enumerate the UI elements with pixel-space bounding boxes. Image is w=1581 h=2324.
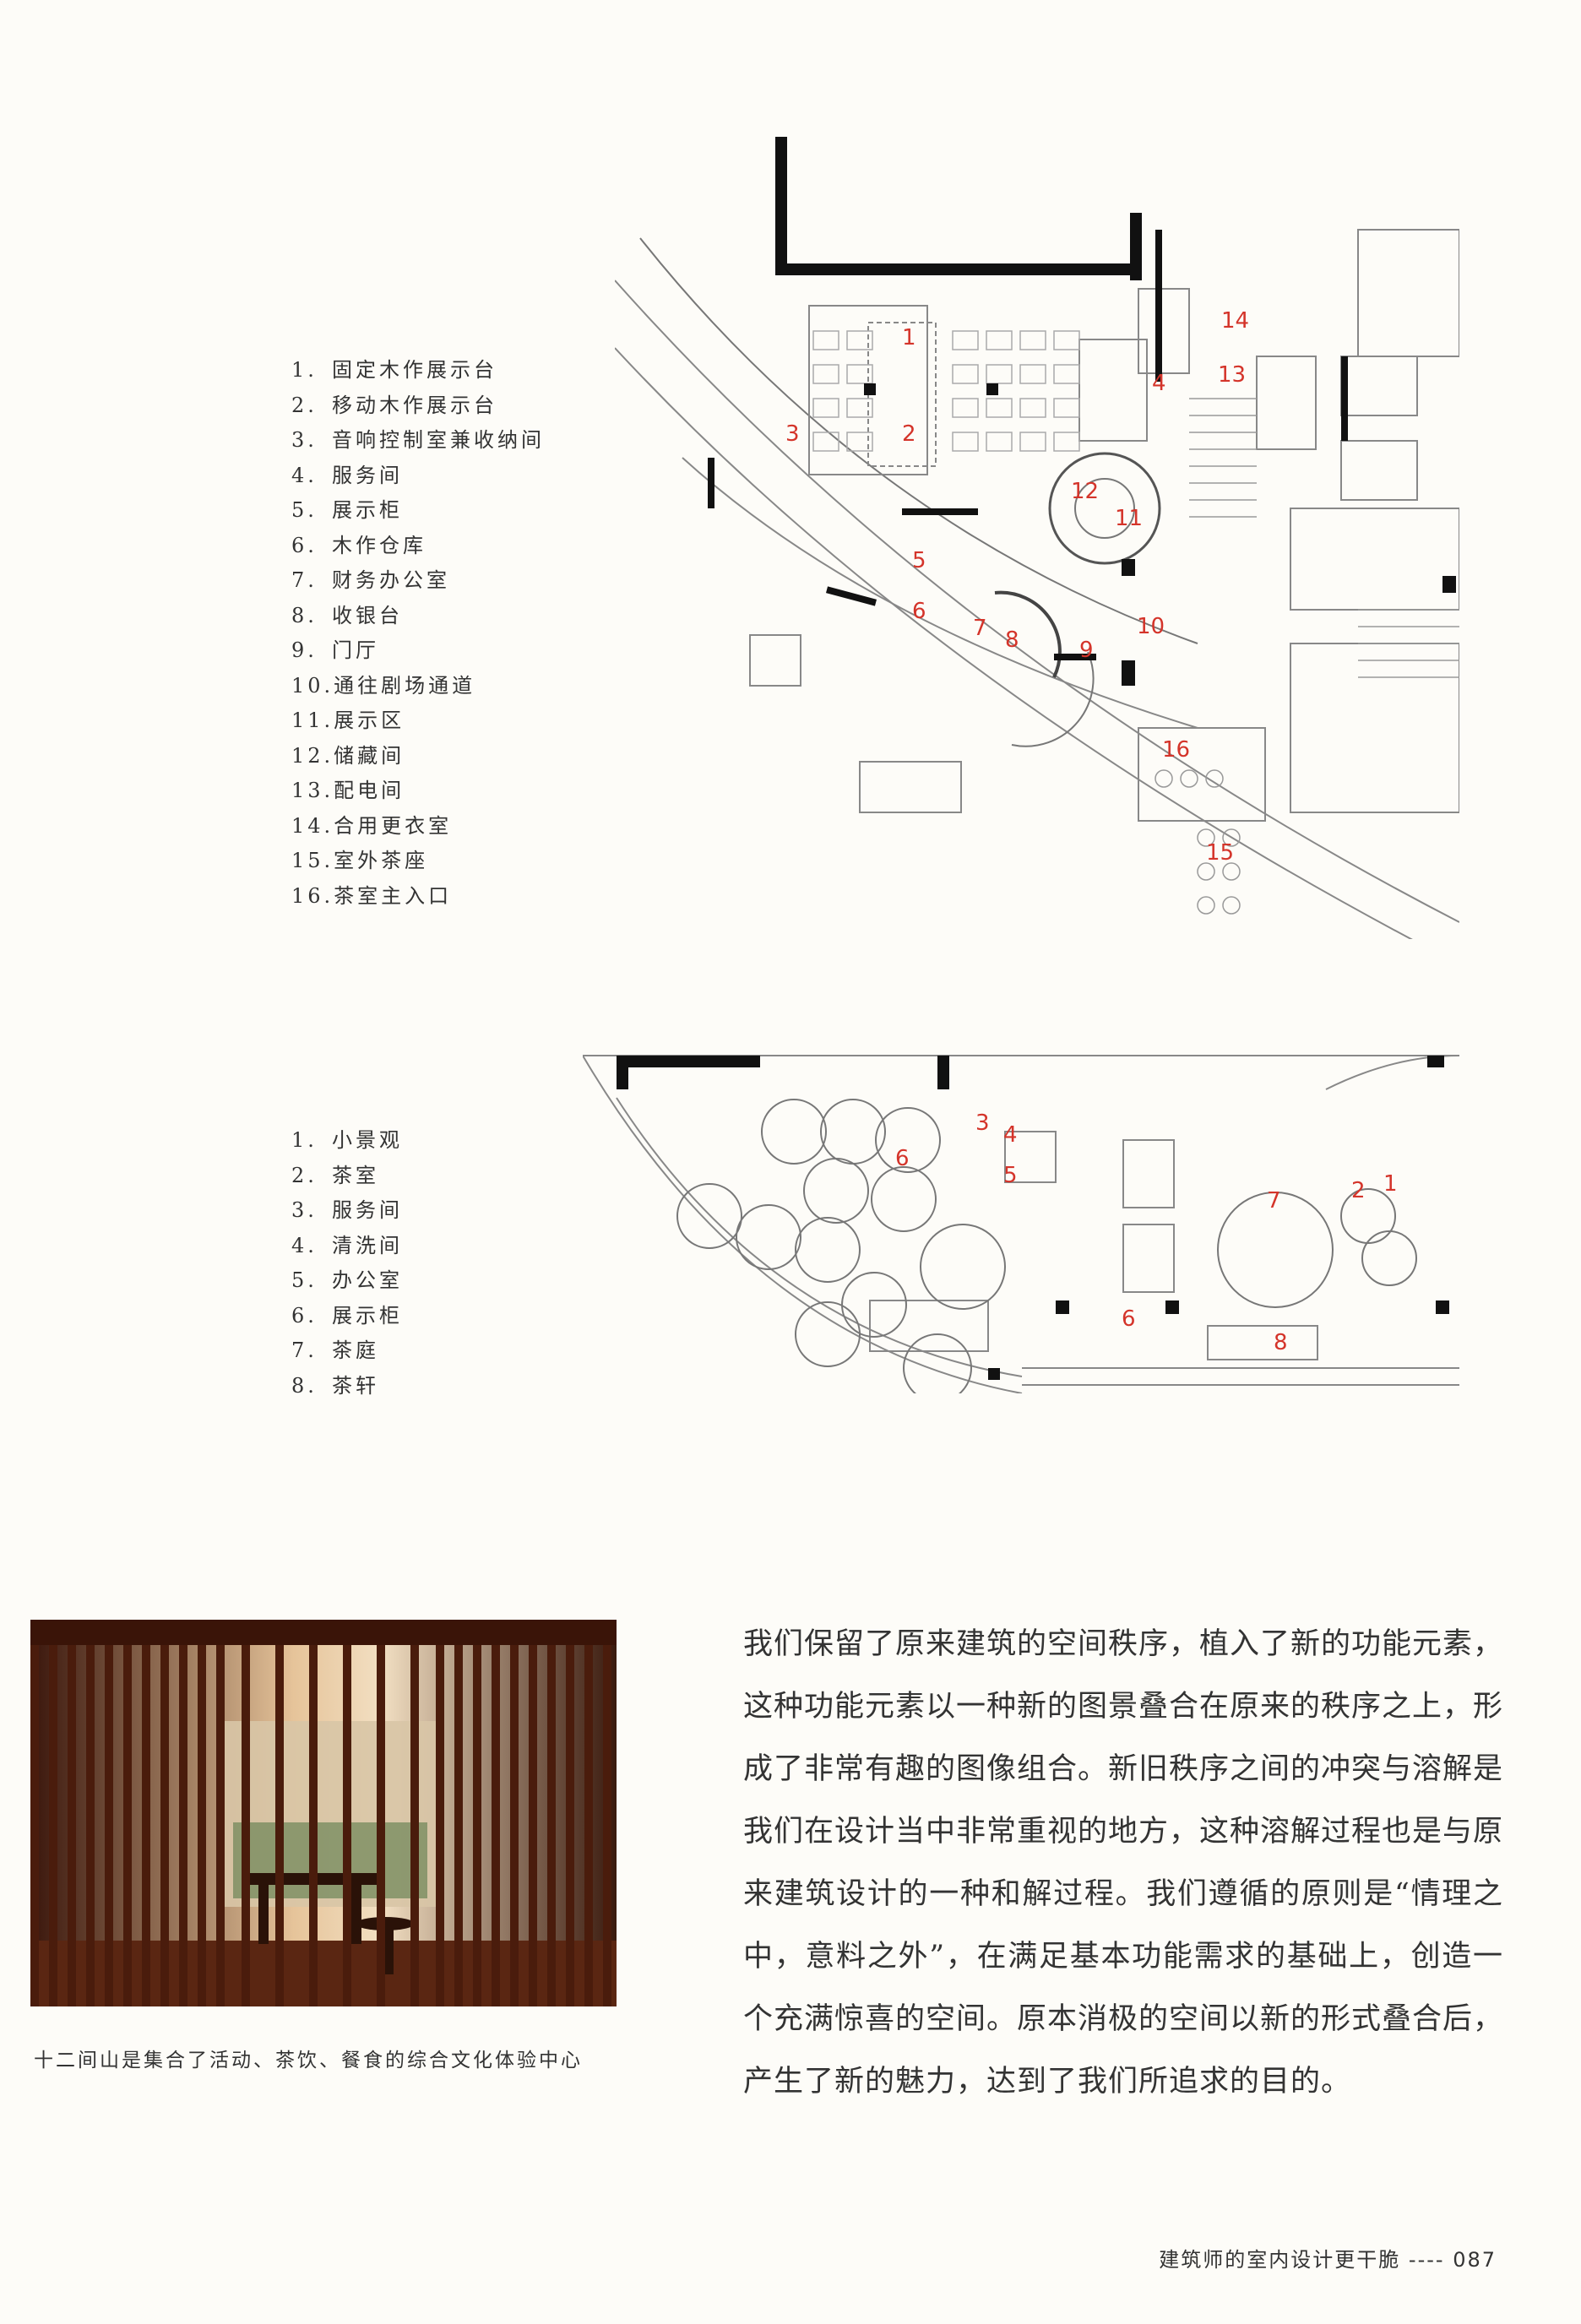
legend-item: 8.茶轩 bbox=[291, 1373, 379, 1398]
plan-label: 15 bbox=[1206, 840, 1234, 866]
legend-item: 5.展示柜 bbox=[291, 498, 403, 522]
legend-item: 11.展示区 bbox=[291, 709, 405, 732]
legend-item: 16.茶室主入口 bbox=[291, 883, 453, 908]
legend-item: 10.通往剧场通道 bbox=[291, 673, 476, 698]
plan-label: 3 bbox=[785, 421, 800, 447]
floor-plan-lower: 1 2 3 4 5 6 6 7 8 bbox=[583, 1055, 1459, 1393]
body-paragraph: 我们保留了原来建筑的空间秩序，植入了新的功能元素，这种功能元素以一种新的图景叠合… bbox=[743, 1627, 1504, 2099]
plan-label: 6 bbox=[912, 599, 926, 624]
floor-plan-upper: 1 2 3 4 5 6 7 8 9 10 11 12 13 14 15 16 bbox=[615, 137, 1459, 939]
plan-label: 2 bbox=[902, 421, 916, 447]
plan-label: 5 bbox=[912, 548, 926, 573]
legend-item: 15.室外茶座 bbox=[291, 849, 429, 872]
legend-upper-floor: 1.固定木作展示台 2.移动木作展示台 3.音响控制室兼收纳间 4.服务间 5.… bbox=[291, 353, 545, 914]
legend-lower-floor: 1.小景观 2.茶室 3.服务间 4.清洗间 5.办公室 6.展示柜 7.茶庭 … bbox=[291, 1123, 403, 1404]
legend-item: 4.服务间 bbox=[291, 463, 403, 487]
legend-item: 7.茶庭 bbox=[291, 1338, 379, 1362]
legend-item: 8.收银台 bbox=[291, 603, 403, 627]
photo-caption: 十二间山是集合了活动、茶饮、餐食的综合文化体验中心 bbox=[34, 2050, 583, 2072]
plan-label: 10 bbox=[1137, 614, 1165, 639]
plan-label: 8 bbox=[1274, 1330, 1288, 1355]
legend-item: 2.茶室 bbox=[291, 1163, 379, 1187]
plan-label: 7 bbox=[973, 616, 987, 641]
legend-item: 14.合用更衣室 bbox=[291, 813, 453, 838]
legend-item: 3.音响控制室兼收纳间 bbox=[291, 428, 545, 452]
footer-title: 建筑师的室内设计更干脆 bbox=[1159, 2248, 1401, 2272]
legend-item: 12.储藏间 bbox=[291, 743, 405, 768]
legend-item: 1.固定木作展示台 bbox=[291, 358, 497, 382]
legend-item: 9.门厅 bbox=[291, 638, 379, 662]
plan-label: 13 bbox=[1218, 362, 1246, 388]
legend-item: 6.展示柜 bbox=[291, 1303, 403, 1328]
plan-label: 16 bbox=[1162, 737, 1190, 763]
plan-label: 14 bbox=[1221, 308, 1249, 334]
plan-label: 1 bbox=[902, 325, 916, 350]
plan-label: 2 bbox=[1351, 1178, 1366, 1203]
plan-label: 4 bbox=[1152, 371, 1166, 396]
plan-label: 4 bbox=[1003, 1122, 1018, 1148]
page-footer: 建筑师的室内设计更干脆 ---- 087 bbox=[1159, 2243, 1497, 2272]
plan-label: 9 bbox=[1079, 638, 1094, 663]
plan-label: 11 bbox=[1115, 506, 1143, 531]
plan-label: 7 bbox=[1267, 1188, 1281, 1214]
plan-label: 12 bbox=[1071, 479, 1099, 504]
legend-item: 4.清洗间 bbox=[291, 1233, 403, 1257]
plan-label: 6 bbox=[1122, 1306, 1136, 1332]
plan-label: 6 bbox=[895, 1146, 910, 1171]
legend-item: 7.财务办公室 bbox=[291, 568, 450, 592]
legend-item: 6.木作仓库 bbox=[291, 533, 426, 557]
legend-item: 1.小景观 bbox=[291, 1128, 403, 1152]
plan-label: 8 bbox=[1005, 627, 1019, 653]
legend-item: 13.配电间 bbox=[291, 779, 405, 802]
legend-item: 3.服务间 bbox=[291, 1198, 403, 1222]
legend-item: 5.办公室 bbox=[291, 1268, 403, 1292]
footer-separator: ---- bbox=[1408, 2248, 1445, 2272]
plan-label: 1 bbox=[1383, 1171, 1398, 1197]
plan-label: 3 bbox=[975, 1110, 990, 1136]
page-number: 087 bbox=[1453, 2248, 1497, 2272]
interior-photo bbox=[30, 1620, 617, 2006]
legend-item: 2.移动木作展示台 bbox=[291, 393, 497, 417]
plan-label: 5 bbox=[1003, 1163, 1018, 1188]
